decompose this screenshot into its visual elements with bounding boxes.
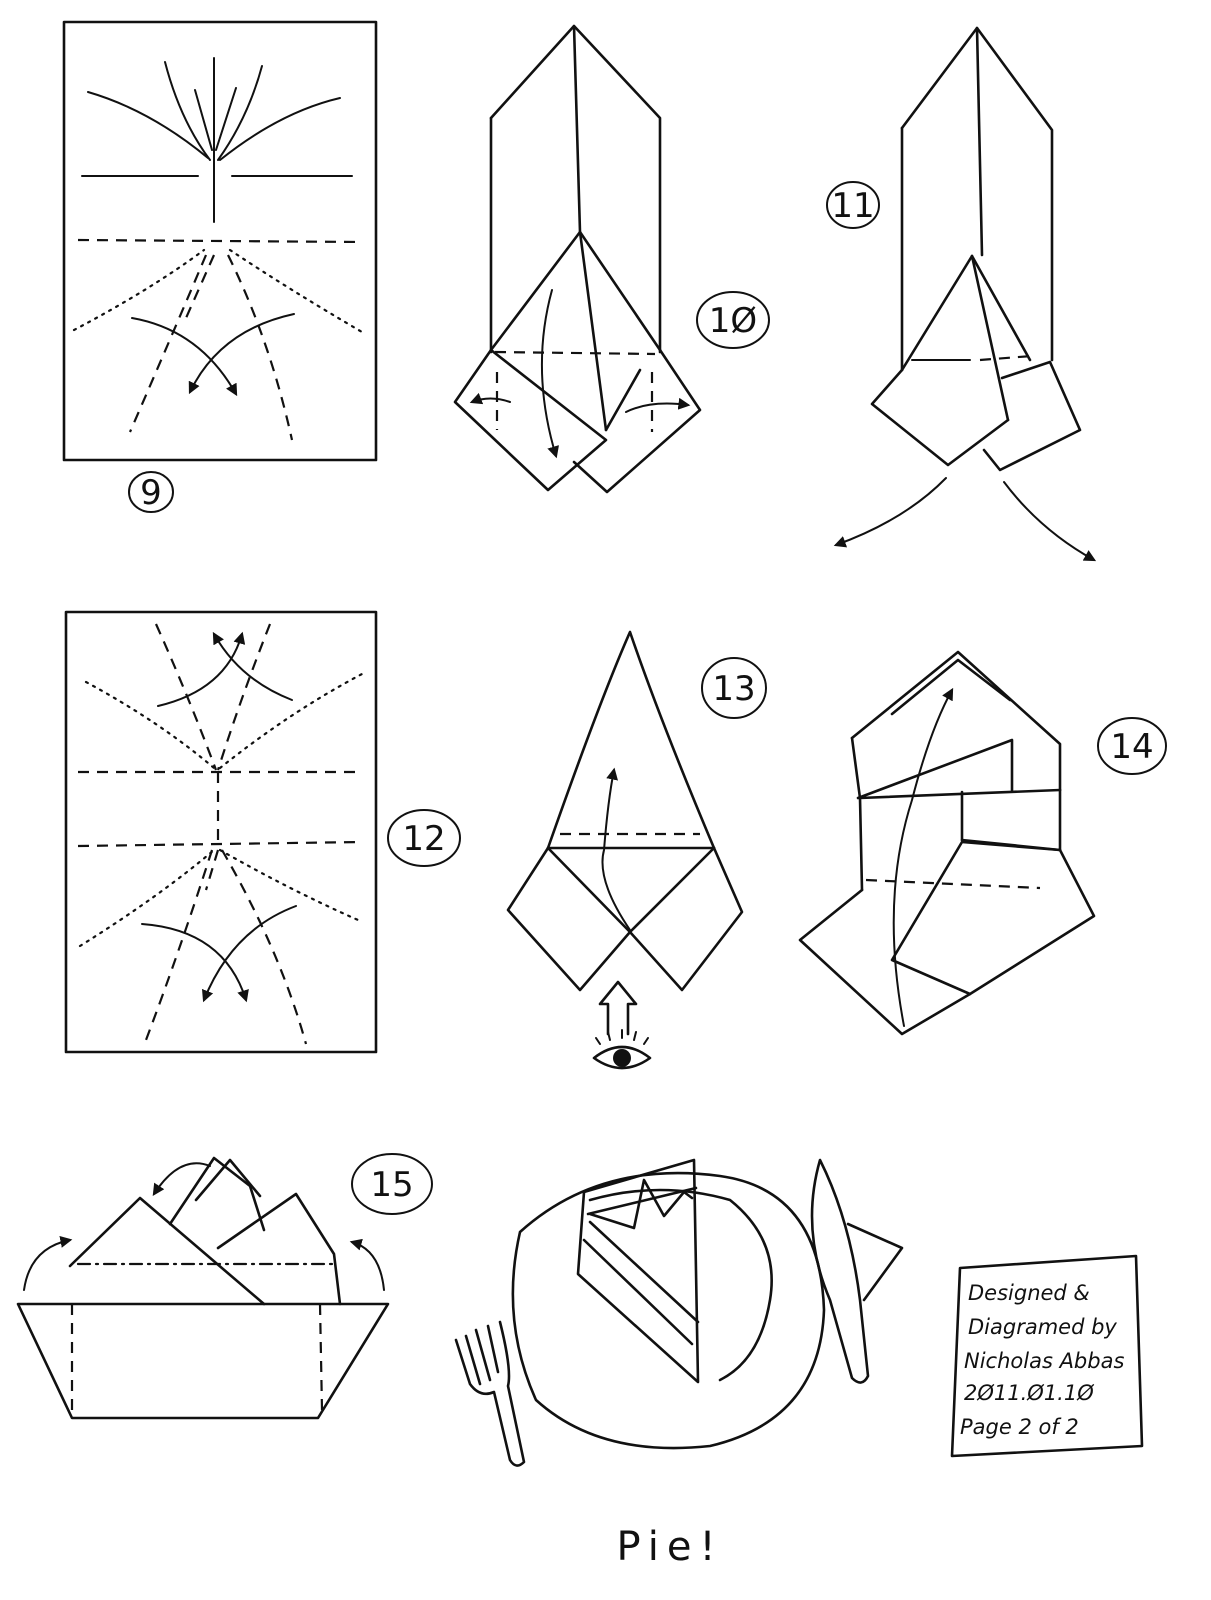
svg-text:15: 15 <box>370 1165 413 1205</box>
svg-text:13: 13 <box>712 669 755 709</box>
fork <box>454 1320 526 1467</box>
step-9-diagram <box>62 20 378 462</box>
pie-slice <box>576 1158 700 1384</box>
step-9-number: 9 <box>128 471 174 513</box>
credits-box: Designed & Diagramed by Nicholas Abbas 2… <box>950 1254 1144 1458</box>
step-15-diagram <box>16 1156 390 1420</box>
credit-line-3: Nicholas Abbas <box>964 1349 1124 1373</box>
svg-text:1Ø: 1Ø <box>709 301 757 341</box>
step-10-diagram <box>453 24 702 494</box>
step-10-number: 1Ø <box>696 291 770 349</box>
eye-icon <box>592 1029 652 1070</box>
svg-text:14: 14 <box>1110 727 1153 767</box>
final-caption: Pie! <box>617 1524 724 1570</box>
finished-pie-illustration <box>454 1158 904 1467</box>
credit-line-2: Diagramed by <box>968 1315 1117 1339</box>
step-15-number: 15 <box>351 1153 433 1215</box>
step-11-diagram <box>833 26 1097 562</box>
step-14-diagram <box>798 650 1096 1036</box>
knife <box>810 1158 870 1384</box>
step-13-number: 13 <box>701 657 767 719</box>
step-14-number: 14 <box>1097 717 1167 775</box>
credit-line-1: Designed & <box>968 1281 1090 1305</box>
credit-line-4: 2Ø11.Ø1.1Ø <box>964 1381 1094 1405</box>
plate <box>511 1171 826 1450</box>
step-12-diagram <box>64 610 378 1054</box>
svg-text:12: 12 <box>402 819 445 859</box>
svg-text:11: 11 <box>831 186 874 226</box>
svg-text:9: 9 <box>140 473 162 513</box>
step-13-diagram <box>506 630 744 1070</box>
step-11-number: 11 <box>826 181 880 229</box>
step-12-number: 12 <box>387 809 461 867</box>
folded-napkin <box>846 1222 904 1302</box>
credit-line-5: Page 2 of 2 <box>960 1415 1079 1439</box>
